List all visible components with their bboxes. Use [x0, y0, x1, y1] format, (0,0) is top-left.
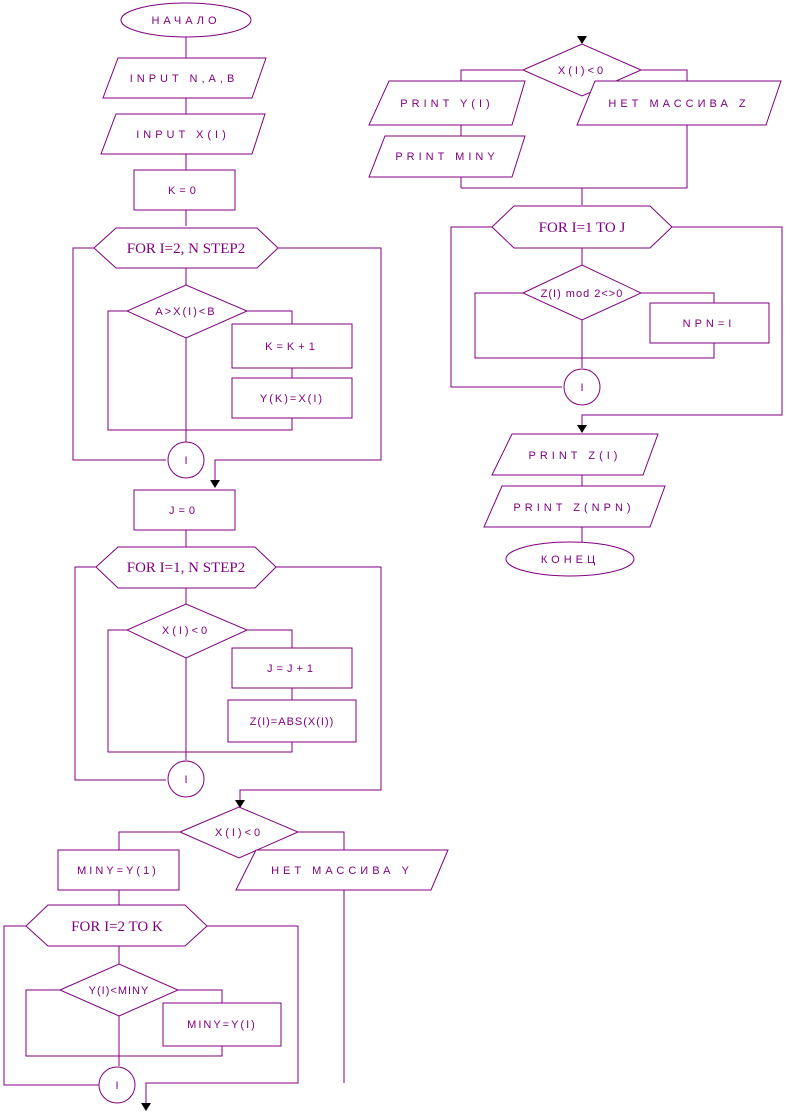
loop2-label: FOR I=1, N STEP2 [127, 560, 245, 576]
range-condition: A>X(I)<B [125, 284, 249, 339]
loop4-label: FOR I=1 TO J [539, 220, 626, 236]
mod-condition: Z(I) mod 2<>0 [521, 264, 643, 321]
print-miny-label: PRINT MINY [395, 151, 498, 163]
z-assign-label: Z(I)=ABS(X(I)) [250, 716, 335, 728]
miny-assign-label: MINY=Y(I) [187, 1019, 257, 1031]
start-terminal: НАЧАЛО [120, 2, 252, 38]
no-array-y-block: НЕТ МАССИВА Y [235, 849, 449, 891]
j-init-label: J=0 [169, 505, 199, 517]
input-nab-label: INPUT N,A,B [130, 73, 239, 85]
j-increment-label: J=J+1 [267, 663, 317, 675]
k-init-label: K=0 [168, 185, 200, 197]
npn-assign-block: NPN=I [649, 302, 770, 344]
print-miny-block: PRINT MINY [368, 135, 526, 178]
loop2-end-label: I [184, 774, 187, 786]
input-x-label: INPUT X(I) [136, 129, 230, 141]
loop3-label: FOR I=2 TO K [71, 919, 163, 935]
loop4-end-connector: I [563, 368, 601, 406]
negative-condition-1-label: X(I)<0 [162, 625, 210, 637]
loop1-end-label: I [184, 455, 187, 467]
loop2-end-connector: I [167, 760, 205, 798]
j-increment-block: J=J+1 [231, 647, 353, 689]
negative-condition-2: X(I)<0 [178, 806, 300, 859]
loop4-header: FOR I=1 TO J [491, 205, 673, 249]
no-array-y-label: НЕТ МАССИВА Y [271, 865, 413, 877]
negative-condition-2-label: X(I)<0 [215, 827, 263, 839]
print-z-npn-block: PRINT Z(NPN) [483, 485, 666, 528]
negative-condition-3-label: X(I)<0 [558, 65, 606, 77]
connectors [3, 36, 783, 1103]
arrowhead [577, 36, 587, 44]
miny-assign-block: MINY=Y(I) [162, 1002, 282, 1047]
miny-condition-label: Y(I)<MINY [89, 985, 150, 997]
arrowheads [141, 36, 587, 1111]
print-z-block: PRINT Z(I) [491, 433, 659, 476]
z-assign-block: Z(I)=ABS(X(I)) [227, 699, 357, 743]
npn-assign-label: NPN=I [683, 318, 736, 330]
print-y-block: PRINT Y(I) [368, 80, 526, 126]
arrowhead [141, 1103, 151, 1111]
arrowhead [235, 800, 245, 808]
k-increment-block: K=K+1 [231, 323, 353, 369]
end-label: КОНЕЦ [541, 554, 599, 566]
no-array-z-label: НЕТ МАССИВА Z [608, 98, 749, 110]
no-array-z-block: НЕТ МАССИВА Z [576, 80, 782, 126]
y-assign-label: Y(K)=X(I) [260, 393, 324, 405]
loop1-header: FOR I=2, N STEP2 [93, 227, 279, 269]
loop1-end-connector: I [167, 441, 205, 479]
range-condition-label: A>X(I)<B [155, 306, 216, 318]
end-terminal: КОНЕЦ [505, 541, 635, 577]
input-x-block: INPUT X(I) [100, 113, 266, 155]
mod-condition-label: Z(I) mod 2<>0 [541, 288, 624, 300]
loop3-header: FOR I=2 TO K [25, 904, 208, 947]
print-z-label: PRINT Z(I) [529, 450, 622, 462]
k-increment-label: K=K+1 [265, 341, 319, 353]
loop3-end-label: I [115, 1080, 118, 1092]
arrowhead [210, 480, 220, 488]
print-y-label: PRINT Y(I) [400, 98, 493, 110]
k-init-block: K=0 [133, 169, 236, 211]
miny-init-block: MINY=Y(1) [57, 849, 180, 891]
arrowhead [577, 425, 587, 433]
print-z-npn-label: PRINT Z(NPN) [513, 502, 634, 514]
start-label: НАЧАЛО [151, 15, 220, 27]
miny-init-label: MINY=Y(1) [77, 865, 159, 877]
loop1-label: FOR I=2, N STEP2 [127, 241, 245, 257]
input-nab-block: INPUT N,A,B [102, 57, 267, 99]
negative-condition-1: X(I)<0 [125, 603, 249, 659]
loop2-header: FOR I=1, N STEP2 [95, 546, 277, 589]
loop3-end-connector: I [98, 1066, 136, 1104]
miny-condition: Y(I)<MINY [58, 963, 180, 1017]
loop4-end-label: I [580, 382, 583, 394]
y-assign-block: Y(K)=X(I) [231, 377, 353, 419]
j-init-block: J=0 [133, 489, 236, 531]
